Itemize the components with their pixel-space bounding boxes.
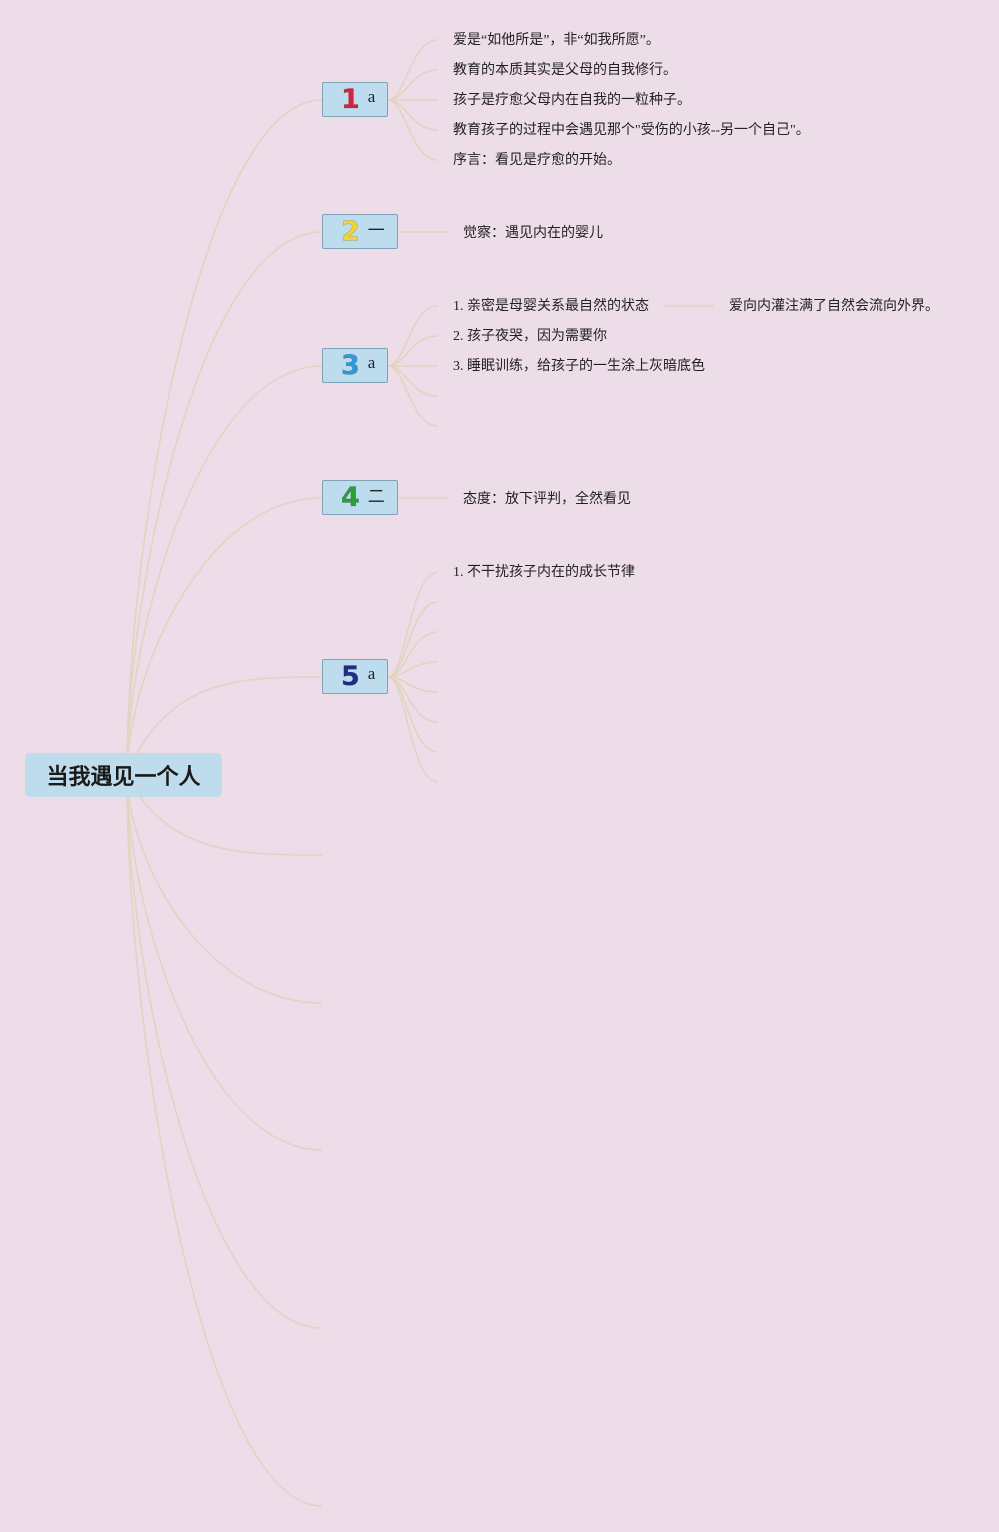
root-connector-5 [126, 676, 323, 776]
root-connector-10 [126, 774, 323, 1507]
leaf-3-1[interactable]: 1. 亲密是母婴关系最自然的状态 [453, 299, 649, 314]
branch3-connector-2 [387, 335, 439, 367]
leaf-1-4[interactable]: 教育孩子的过程中会遇见那个"受伤的小孩--另一个自己"。 [453, 123, 810, 138]
branch-label-2: 一 [367, 221, 385, 240]
root-connector-4 [126, 497, 323, 776]
branch-number-1: 1 [341, 84, 360, 115]
root-connector-9 [126, 774, 323, 1329]
leaf-4-1[interactable]: 态度：放下评判，全然看见 [463, 492, 631, 507]
root-label: 当我遇见一个人 [46, 765, 201, 790]
branch5-connector-2 [387, 601, 439, 678]
leaf-5-1[interactable]: 1. 不干扰孩子内在的成长节律 [453, 565, 635, 580]
branch3-connector-5 [387, 365, 439, 427]
leaf-1-5[interactable]: 序言：看见是疗愈的开始。 [453, 153, 621, 168]
root-connector-6 [126, 774, 323, 856]
branch-label-5: a [367, 663, 376, 683]
leaf-3-3[interactable]: 3. 睡眠训练，给孩子的一生涂上灰暗底色 [453, 359, 705, 374]
branch-label-3: a [367, 352, 376, 372]
branch5-connector-1 [387, 571, 439, 678]
leaf-3-1-1[interactable]: 爱向内灌注满了自然会流向外界。 [729, 299, 939, 314]
leaf-1-1[interactable]: 爱是“如他所是”，非“如我所愿”。 [453, 33, 660, 48]
branch-node-4[interactable]: 4 二 [322, 480, 398, 515]
root-node[interactable]: 当我遇见一个人 [25, 753, 222, 797]
branch-number-2: 2 [341, 216, 360, 247]
branch-label-4: 二 [367, 487, 385, 506]
branch1-connector-1 [387, 39, 439, 101]
branch1-connector-5 [387, 99, 439, 161]
branch-node-1[interactable]: 1 a [322, 82, 388, 117]
root-connector-1 [126, 99, 323, 776]
leaf-1-3[interactable]: 孩子是疗愈父母内在自我的一粒种子。 [453, 93, 691, 108]
branch-node-5[interactable]: 5 a [322, 659, 388, 694]
leaf-1-2[interactable]: 教育的本质其实是父母的自我修行。 [453, 63, 677, 78]
root-connector-2 [126, 231, 323, 776]
branch-number-4: 4 [341, 482, 360, 513]
root-connector-3 [126, 365, 323, 776]
leaf-2-1[interactable]: 觉察：遇见内在的婴儿 [463, 226, 603, 241]
branch-node-2[interactable]: 2 一 [322, 214, 398, 249]
branch-label-1: a [367, 86, 376, 106]
leaf-3-2[interactable]: 2. 孩子夜哭，因为需要你 [453, 329, 607, 344]
branch-number-3: 3 [341, 350, 360, 381]
branch-number-5: 5 [341, 661, 360, 692]
branch3-connector-1 [387, 305, 439, 367]
branch1-connector-2 [387, 69, 439, 101]
root-connector-7 [126, 774, 323, 1004]
branch-node-3[interactable]: 3 a [322, 348, 388, 383]
branch5-connector-8 [387, 676, 439, 783]
root-connector-8 [126, 774, 323, 1151]
